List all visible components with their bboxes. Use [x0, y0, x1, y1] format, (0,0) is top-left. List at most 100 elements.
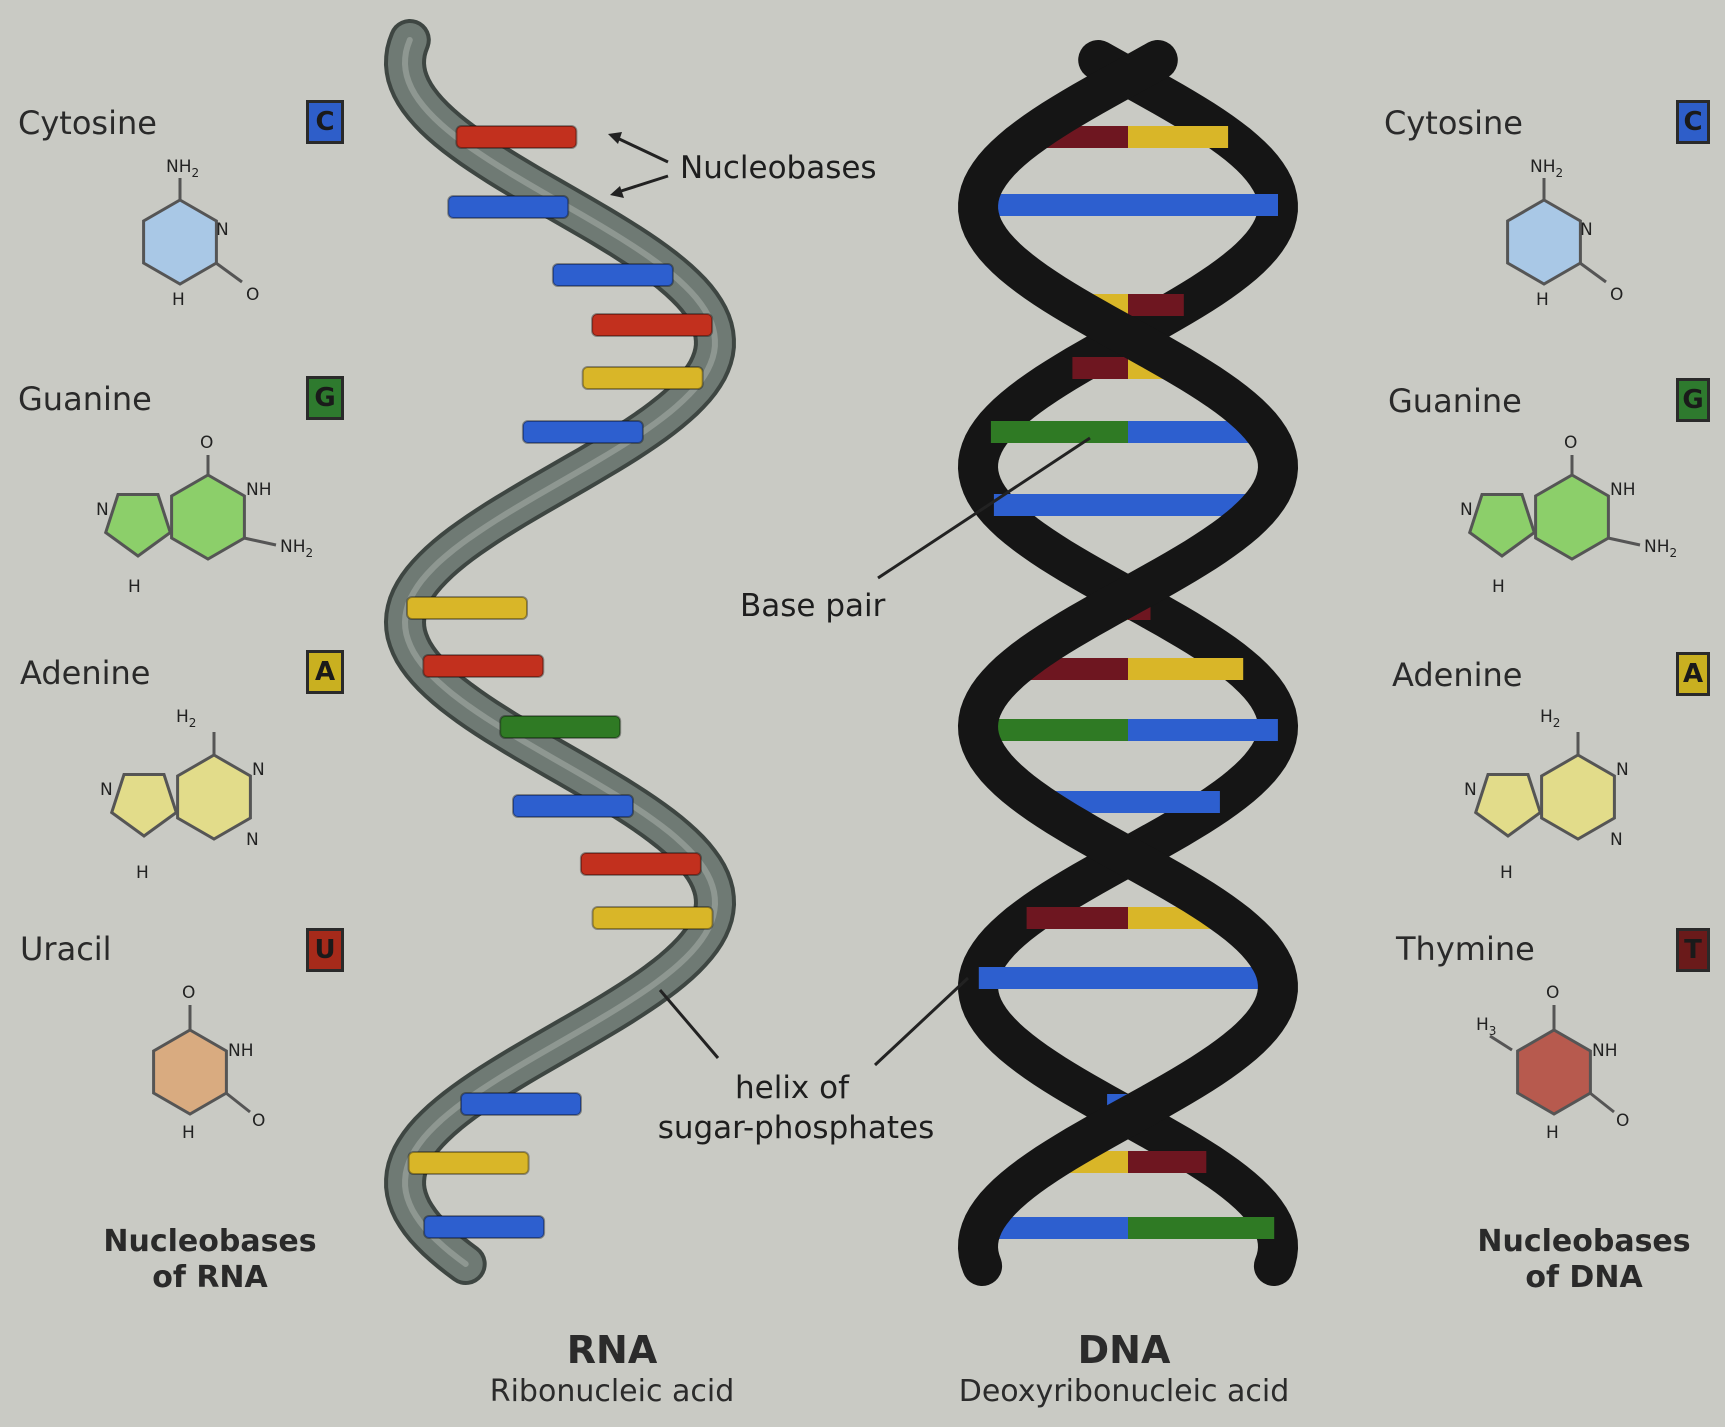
bond — [1490, 1036, 1512, 1050]
rna-base-rung — [583, 367, 703, 389]
rna-caption: RNA Ribonucleic acid — [490, 1328, 735, 1409]
dna-base-right — [1128, 719, 1278, 741]
dna-base-left — [994, 494, 1128, 516]
rna-nucleobases-footer: Nucleobases of RNA — [103, 1224, 316, 1296]
rna-base-rung — [553, 264, 673, 286]
helix-annotation-line2: sugar-phosphates — [658, 1110, 935, 1146]
atom-label: N — [216, 220, 229, 240]
rna-base-rung — [448, 196, 568, 218]
bond — [244, 538, 276, 545]
fourth-base-ring — [154, 1030, 227, 1114]
rna-base-rung — [423, 655, 543, 677]
dna-base-left — [979, 967, 1128, 989]
atom-label: H — [182, 1123, 195, 1143]
rna-guanine-letter-box: G — [306, 376, 344, 420]
dna-caption: DNA Deoxyribonucleic acid — [959, 1328, 1290, 1409]
atom-label: N — [1616, 760, 1629, 780]
fourth-base-ring — [1518, 1030, 1591, 1114]
rna-base-rung — [407, 597, 527, 619]
atom-label: H — [136, 863, 149, 883]
atom-label: O — [1610, 285, 1623, 305]
rna-base-rung — [513, 795, 633, 817]
rna-uracil-letter-box: U — [306, 928, 344, 972]
cytosine-ring — [1508, 200, 1581, 284]
cytosine-ring — [144, 200, 217, 284]
atom-label: H — [128, 577, 141, 597]
atom-label: O — [1564, 433, 1577, 453]
atom-label: H — [1546, 1123, 1559, 1143]
rna-base-rung — [456, 126, 576, 148]
atom-label: NH2 — [1530, 157, 1563, 180]
rna-base-rung — [500, 716, 620, 738]
dna-adenine-letter-box: A — [1676, 652, 1710, 696]
dna-base-right — [1128, 194, 1278, 216]
dna-base-right — [1128, 1151, 1206, 1173]
atom-label: N — [1580, 220, 1593, 240]
nucleobases-annotation: Nucleobases — [680, 150, 877, 186]
rna-adenine-label: Adenine — [20, 654, 150, 692]
nucleobases-arrowhead-2 — [610, 186, 624, 198]
rna-base-rung — [424, 1216, 544, 1238]
rna-base-rung — [581, 853, 701, 875]
atom-label: NH2 — [166, 157, 199, 180]
dna-adenine-label: Adenine — [1392, 656, 1522, 694]
dna-base-right — [1128, 294, 1184, 316]
dna-footer-line1: Nucleobases — [1477, 1224, 1690, 1260]
base-pair-annotation: Base pair — [740, 588, 885, 624]
adenine-ring-5 — [1476, 775, 1541, 837]
dna-base-left — [1027, 907, 1128, 929]
dna-nucleobases-footer: Nucleobases of DNA — [1477, 1224, 1690, 1296]
helix-pointer-dna — [875, 978, 968, 1065]
dna-base-right — [1128, 1217, 1274, 1239]
nucleobases-arrowhead-1 — [608, 132, 622, 144]
atom-label: NH — [228, 1041, 254, 1061]
bond — [1580, 263, 1606, 282]
guanine-ring-5 — [1470, 495, 1535, 557]
atom-label: O — [182, 983, 195, 1003]
adenine-ring-6 — [178, 755, 251, 839]
atom-label: N — [252, 760, 265, 780]
rna-base-rung — [523, 421, 643, 443]
guanine-ring-6 — [172, 475, 245, 559]
bond — [226, 1093, 250, 1112]
helix-annotation-line1: helix of — [735, 1070, 849, 1106]
dna-base-right — [1128, 126, 1228, 148]
bond — [216, 263, 242, 282]
atom-label: N — [1460, 500, 1473, 520]
adenine-ring-6 — [1542, 755, 1615, 839]
dna-base-right — [1128, 791, 1220, 813]
rna-cytosine-label: Cytosine — [18, 104, 157, 142]
rna-base-rung — [592, 314, 712, 336]
rna-cytosine-letter-box: C — [306, 100, 344, 144]
rna-title: RNA — [490, 1328, 735, 1372]
dna-thymine-letter-box: T — [1676, 928, 1710, 972]
dna-guanine-letter-box: G — [1676, 378, 1710, 422]
dna-cytosine-letter-box: C — [1676, 100, 1710, 144]
rna-footer-line1: Nucleobases — [103, 1224, 316, 1260]
atom-label: H — [1500, 863, 1513, 883]
rna-uracil-label: Uracil — [20, 930, 112, 968]
dna-subtitle: Deoxyribonucleic acid — [959, 1374, 1290, 1409]
rna-subtitle: Ribonucleic acid — [490, 1374, 735, 1409]
atom-label: O — [246, 285, 259, 305]
dna-title: DNA — [959, 1328, 1290, 1372]
atom-label: NH2 — [280, 537, 313, 560]
dna-thymine-label: Thymine — [1396, 930, 1535, 968]
dna-double-helix — [978, 60, 1278, 1266]
rna-base-rung — [461, 1093, 581, 1115]
atom-label: H — [1536, 290, 1549, 310]
atom-label: NH — [1592, 1041, 1618, 1061]
nucleobases-pointer-1 — [615, 137, 668, 162]
atom-label: NH — [246, 480, 272, 500]
atom-label: N — [96, 500, 109, 520]
rna-guanine-label: Guanine — [18, 380, 152, 418]
atom-label: O — [200, 433, 213, 453]
atom-label: N — [246, 830, 259, 850]
rna-helix — [405, 40, 715, 1264]
atom-label: NH2 — [1644, 537, 1677, 560]
guanine-ring-6 — [1536, 475, 1609, 559]
atom-label: NH — [1610, 480, 1636, 500]
atom-label: N — [1464, 780, 1477, 800]
